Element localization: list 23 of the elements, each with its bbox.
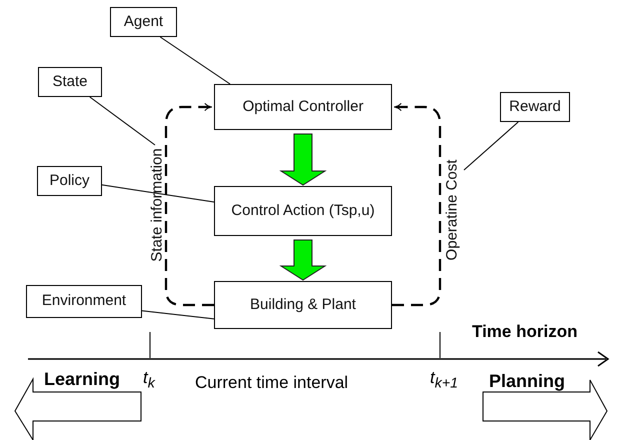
text-label: Learning — [44, 369, 120, 390]
leader-line — [160, 36, 231, 84]
text-label: t$_{k}$ — [143, 368, 155, 392]
text-box: Control Action (Tsp,u) — [214, 186, 392, 236]
text-label: Current time interval — [195, 373, 348, 393]
text-label: t$_{k+1}$ — [430, 368, 458, 392]
text-box: Building & Plant — [214, 281, 392, 329]
text-label: Planning — [489, 371, 565, 392]
text-box: State — [38, 67, 102, 97]
text-box: Agent — [110, 7, 177, 37]
block-arrow — [279, 134, 327, 186]
leader-line — [89, 96, 156, 146]
text-box: Policy — [37, 166, 102, 196]
block-arrow — [279, 240, 327, 281]
text-box: Environment — [26, 285, 142, 318]
leader-line — [464, 122, 519, 170]
leader-line — [102, 184, 214, 202]
leader-line — [142, 310, 214, 320]
edge-label: State information — [148, 148, 166, 262]
text-label: Time horizon — [472, 322, 578, 342]
text-box: Optimal Controller — [214, 84, 392, 130]
text-box: Reward — [500, 92, 570, 122]
edge-label: Operatine Cost — [444, 160, 460, 260]
